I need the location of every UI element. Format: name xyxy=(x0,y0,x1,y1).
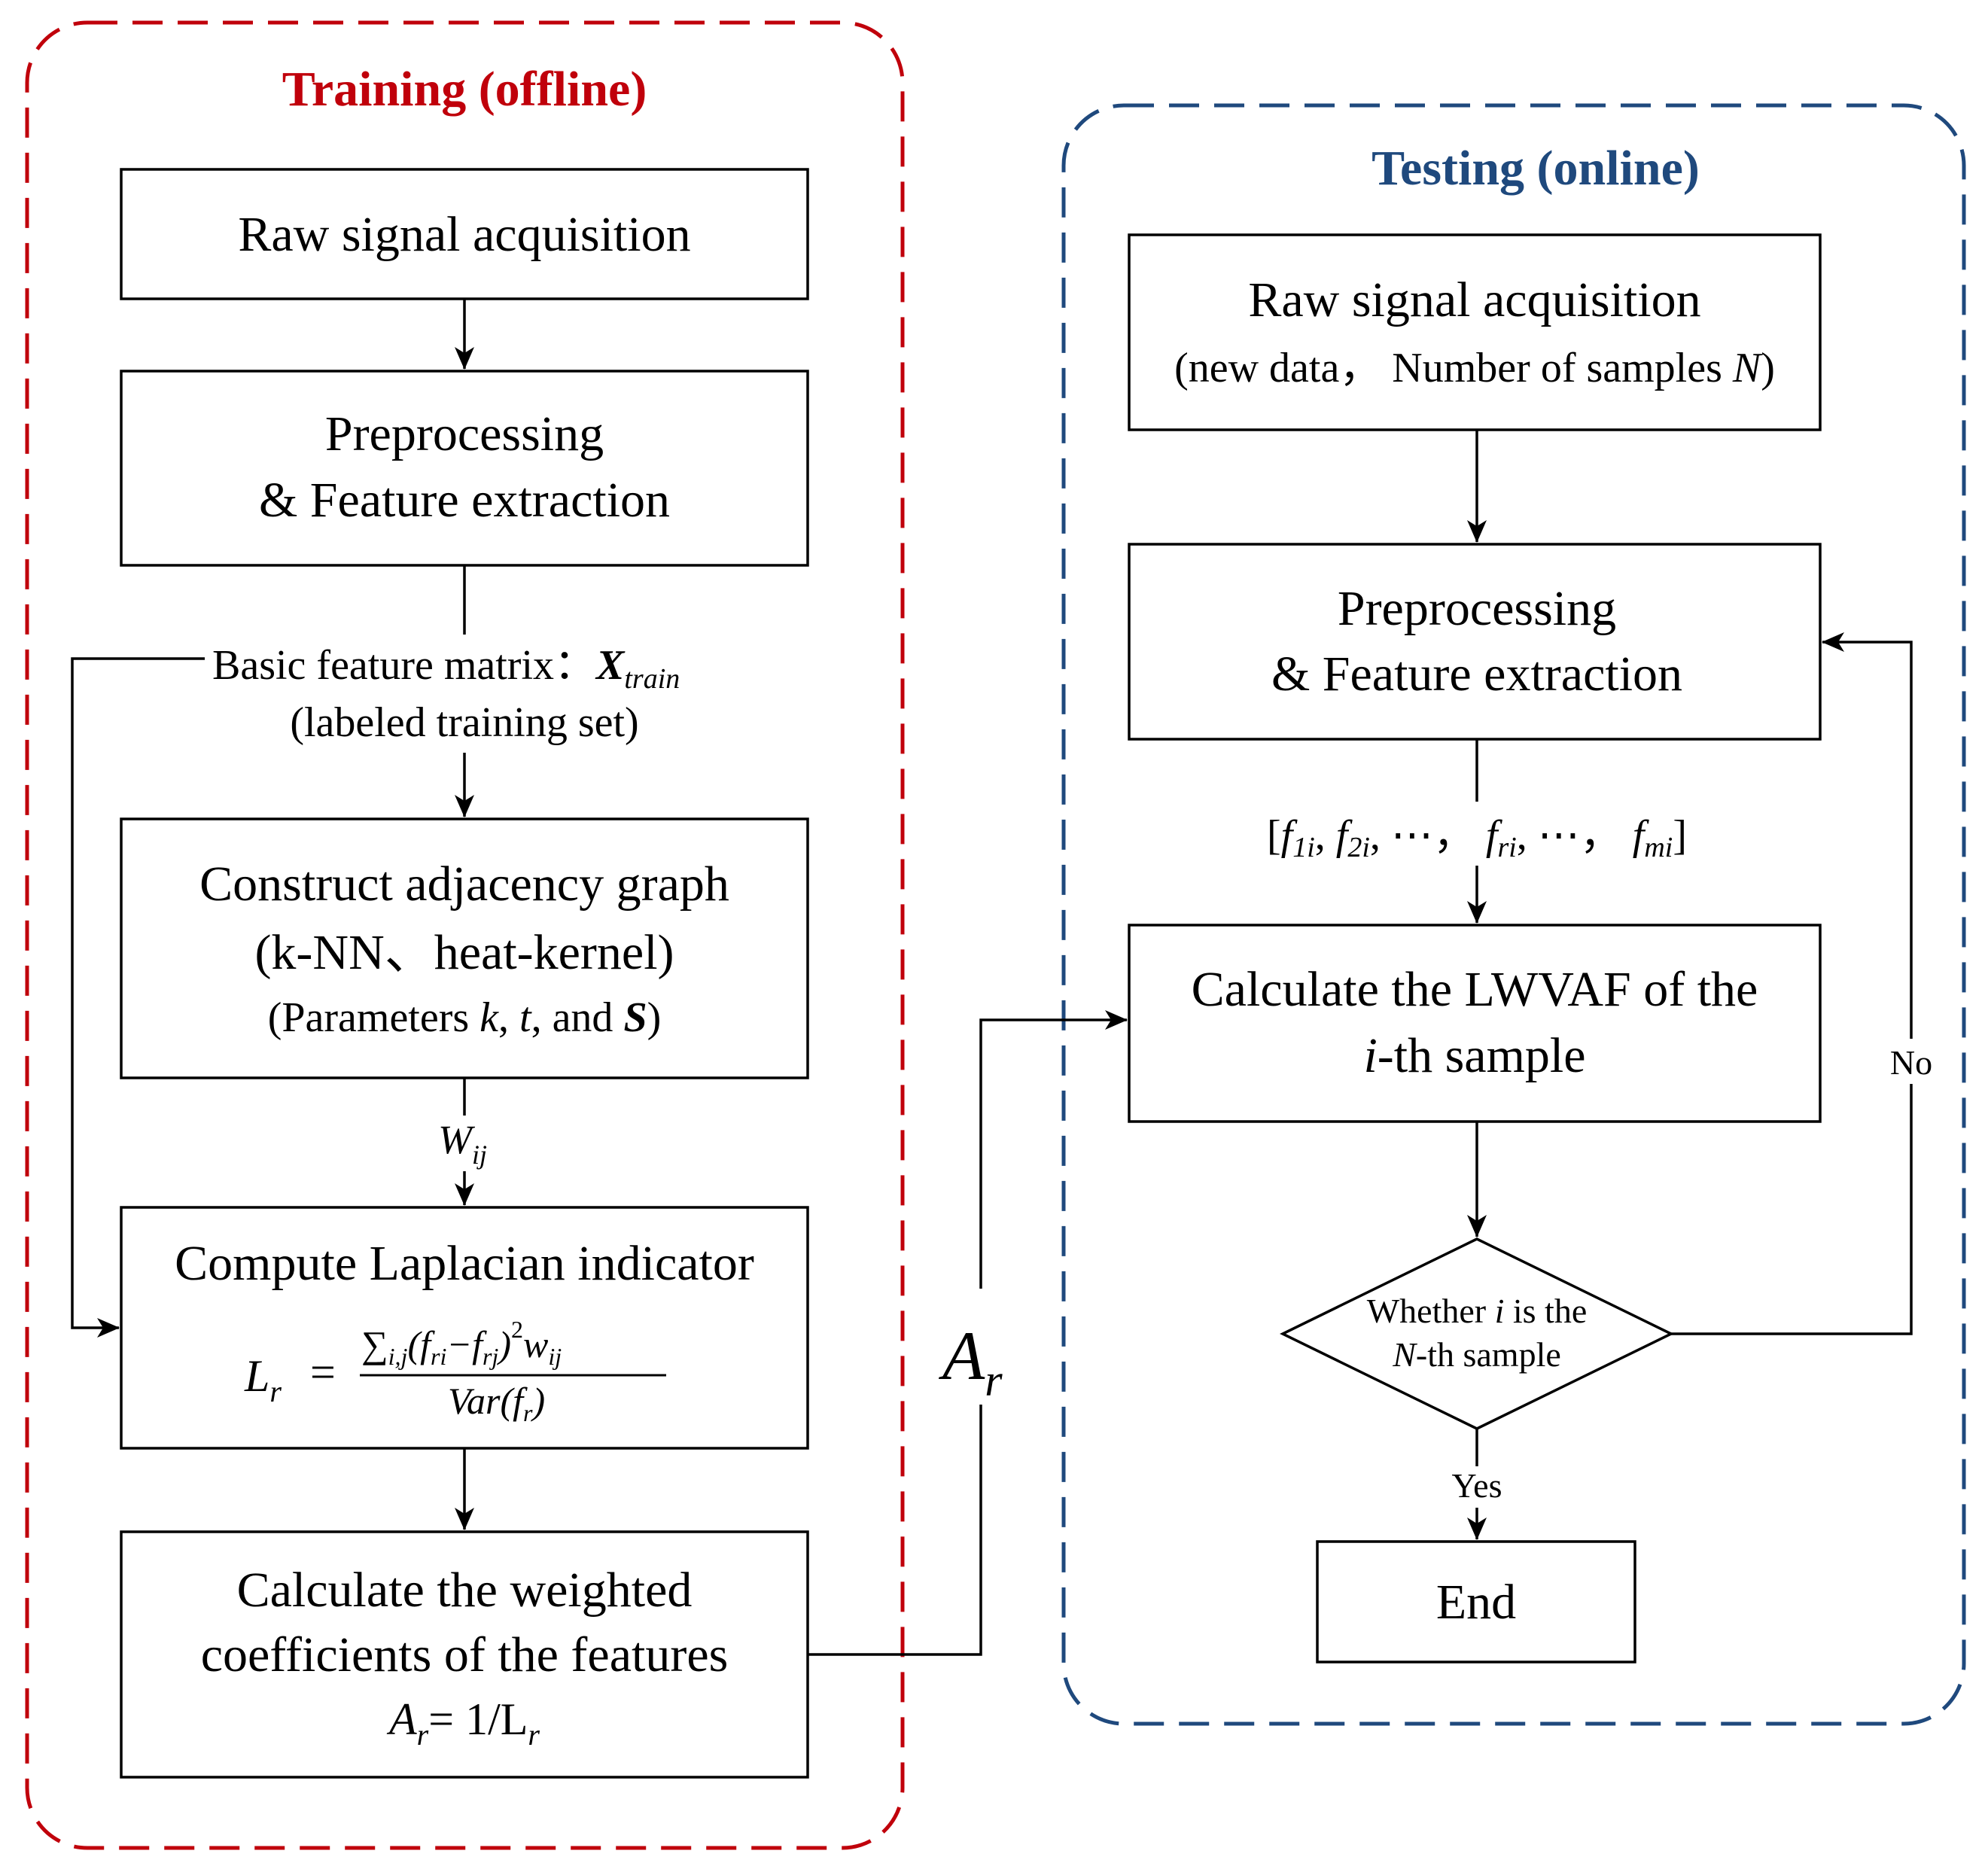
test-raw-signal-label: Raw signal acquisition xyxy=(1248,272,1700,327)
parameters-label: (Parameters k, t, and S) xyxy=(268,994,662,1041)
laplacian-numerator: ∑i,j(fri−frj)2wij xyxy=(361,1316,562,1370)
feature-vector-label: [f1i, f2i, ⋯， fri, ⋯， fmi] xyxy=(1267,812,1687,863)
testing-title: Testing (online) xyxy=(1372,141,1700,196)
line-coef-to-ar-lower xyxy=(808,1405,982,1656)
weighted-coefficients-label-2: coefficients of the features xyxy=(201,1627,729,1682)
decision-label-1: Whether i is the xyxy=(1367,1292,1588,1330)
w-ij-label: Wij xyxy=(438,1117,487,1170)
calculate-lwvaf-box xyxy=(1128,924,1822,1123)
arrow-ar-to-calculate xyxy=(979,1010,1128,1289)
calculate-lwvaf-label-2: i-th sample xyxy=(1363,1028,1585,1083)
weighted-coefficients-box xyxy=(120,1530,809,1779)
preprocessing-label-1: Preprocessing xyxy=(325,406,604,461)
ar-link-label: Ar xyxy=(938,1317,1003,1405)
training-title: Training (offline) xyxy=(282,62,647,117)
laplacian-title: Compute Laplacian indicator xyxy=(175,1236,754,1291)
basic-feature-matrix-label: Basic feature matrix：Xtrain xyxy=(212,642,680,695)
preprocessing-label-2: & Feature extraction xyxy=(259,473,670,528)
decision-label-2: N-th sample xyxy=(1392,1335,1561,1374)
adjacency-graph-label-2: (k-NN、heat-kernel) xyxy=(254,925,674,980)
laplacian-denominator: Var(fr) xyxy=(448,1380,545,1426)
yes-label: Yes xyxy=(1452,1466,1502,1505)
test-preprocessing-box xyxy=(1128,543,1822,741)
test-raw-signal-box xyxy=(1128,233,1822,431)
laplacian-equals: = xyxy=(310,1347,336,1397)
decision-diamond xyxy=(1280,1237,1674,1430)
no-label-bg xyxy=(1886,1039,1937,1084)
end-label: End xyxy=(1436,1575,1516,1630)
test-preprocessing-label-1: Preprocessing xyxy=(1338,581,1616,636)
adjacency-graph-label-1: Construct adjacency graph xyxy=(199,857,729,912)
laplacian-lhs: Lr xyxy=(244,1351,282,1408)
calculate-lwvaf-label-1: Calculate the LWVAF of the xyxy=(1192,962,1758,1017)
end-box xyxy=(1316,1540,1636,1664)
arrow-no-loop xyxy=(1671,632,1913,1335)
no-label: No xyxy=(1890,1043,1932,1082)
weighted-coefficients-label-1: Calculate the weighted xyxy=(237,1563,693,1618)
labeled-training-set-label: (labeled training set) xyxy=(290,699,638,746)
x-train-symbol: X xyxy=(595,642,626,689)
arrow-matrix-to-laplacian xyxy=(71,657,205,1338)
weighted-coefficients-formula: Ar= 1/Lr xyxy=(386,1694,540,1752)
training-region xyxy=(25,20,905,1850)
raw-signal-label: Raw signal acquisition xyxy=(238,207,690,262)
testing-region xyxy=(1061,103,1966,1726)
test-raw-signal-sublabel: (new data， Number of samples N) xyxy=(1174,345,1775,391)
preprocessing-box xyxy=(120,370,809,567)
adjacency-graph-box xyxy=(120,817,809,1079)
raw-signal-box xyxy=(120,168,809,300)
laplacian-box xyxy=(120,1206,809,1450)
test-preprocessing-label-2: & Feature extraction xyxy=(1271,647,1682,702)
